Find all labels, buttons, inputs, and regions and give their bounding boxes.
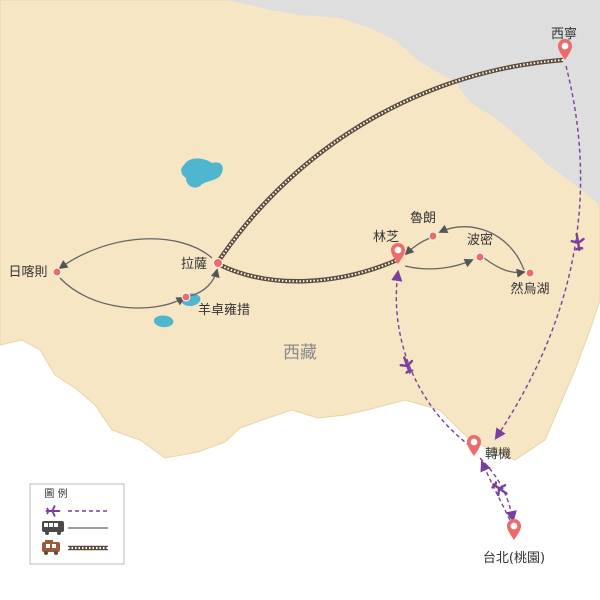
land-area (0, 0, 600, 461)
label-bomi: 波密 (467, 232, 493, 248)
pin-transfer[interactable] (467, 435, 481, 456)
place-dot-bomi[interactable] (475, 252, 485, 262)
label-shigatse: 日喀則 (8, 264, 47, 280)
bus-ranwu-lulang (438, 224, 525, 271)
neighbor-region (225, 0, 600, 205)
flight-xining-transfer (494, 65, 582, 440)
label-xining: 西寧 (551, 26, 577, 42)
train-icon (42, 540, 60, 555)
bus-lhasa-shigatse (58, 238, 213, 270)
railway-route (216, 57, 564, 284)
label-ranwu: 然烏湖 (510, 281, 549, 297)
place-dot-shigatse[interactable] (52, 267, 62, 277)
place-dot-ranwu[interactable] (525, 268, 535, 278)
label-lhasa: 拉薩 (181, 257, 207, 272)
bus-bomi-ranwu (483, 257, 526, 278)
flight-taipei-transfer (480, 459, 511, 521)
place-dot-yamdrok[interactable] (181, 292, 191, 302)
label-transfer: 轉機 (485, 447, 511, 462)
legend-title: 圖 例 (44, 487, 67, 500)
bus-icon (42, 521, 64, 535)
bus-routes (58, 224, 526, 309)
bus-shigatse-yamdrok (59, 277, 186, 309)
legend: 圖 例 (29, 483, 125, 565)
pin-linzhi[interactable] (391, 243, 405, 264)
place-dot-lulang[interactable] (428, 231, 438, 241)
bus-linzhi-bomi (404, 258, 474, 270)
pin-taipei[interactable] (507, 519, 521, 540)
railway-xining-lhasa (216, 57, 564, 264)
pin-xining[interactable] (558, 39, 572, 60)
lake-namtso (181, 158, 223, 188)
bus-lulang-linzhi (404, 237, 431, 256)
label-lulang: 魯朗 (410, 211, 436, 226)
place-dot-lhasa[interactable] (213, 258, 223, 268)
label-yamdrok: 羊卓雍措 (198, 302, 250, 318)
lake-yamdrok-south (153, 315, 174, 328)
bus-yamdrok-lhasa (189, 268, 220, 297)
region-label: 西藏 (283, 343, 317, 363)
label-linzhi: 林芝 (373, 229, 399, 245)
flight-transfer-linzhi (391, 269, 471, 447)
railway-ties-lhasa-linzhi (217, 259, 398, 283)
label-taipei: 台北(桃園) (483, 551, 545, 566)
